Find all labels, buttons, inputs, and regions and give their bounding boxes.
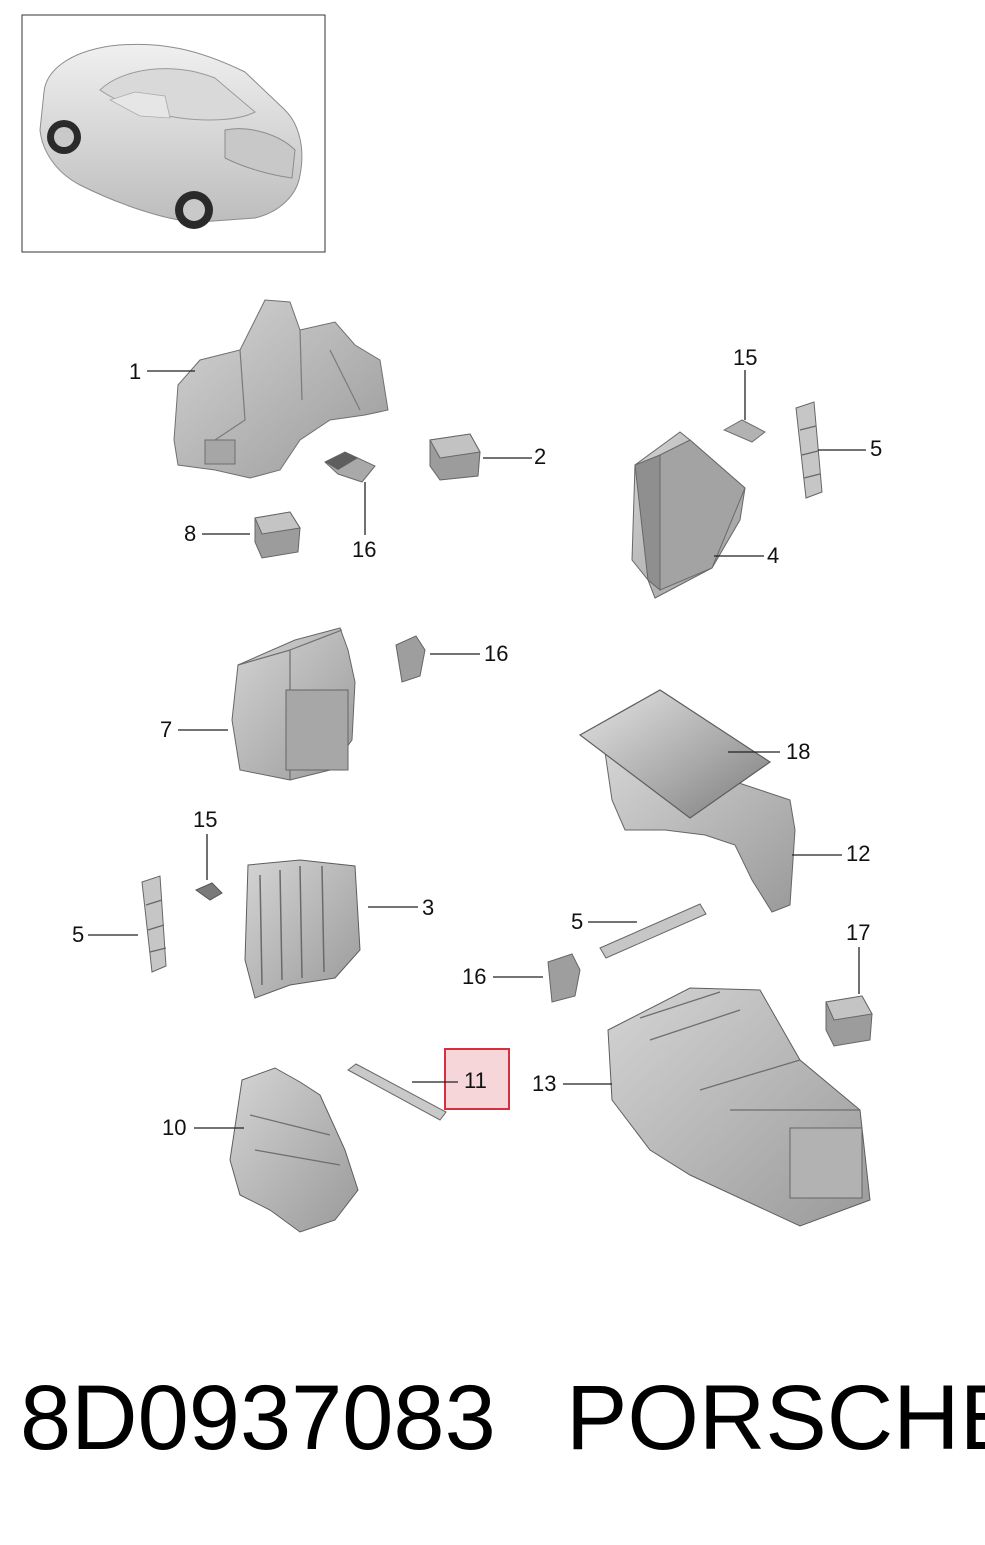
part-10-bracket — [229, 1067, 359, 1233]
part-5-rail-left — [141, 875, 167, 973]
part-16-fuse-top — [324, 451, 376, 483]
callout-labels: 1 2 8 16 15 5 4 16 7 18 12 15 5 3 5 16 1… — [72, 345, 882, 1140]
callout-18: 18 — [786, 739, 810, 764]
callout-3: 3 — [422, 895, 434, 920]
callout-4: 4 — [767, 543, 779, 568]
part-13-fuse-box — [607, 987, 871, 1227]
callout-2: 2 — [534, 444, 546, 469]
part-2-relay — [429, 433, 481, 481]
part-16-fuse-middle — [395, 635, 426, 683]
callout-16-lower: 16 — [462, 964, 486, 989]
vehicle-thumbnail — [21, 14, 326, 253]
callout-16-top: 16 — [352, 537, 376, 562]
part-15-fuse-left — [194, 882, 223, 901]
car-illustration — [39, 43, 303, 229]
part-number: 8D0937083 — [20, 1367, 496, 1469]
part-12-bracket — [604, 751, 796, 913]
callout-13: 13 — [532, 1071, 556, 1096]
callout-1: 1 — [129, 359, 141, 384]
part-17-relay — [825, 995, 873, 1047]
callout-15-left: 15 — [193, 807, 217, 832]
callout-5-left: 5 — [72, 922, 84, 947]
callout-16-middle: 16 — [484, 641, 508, 666]
callout-11-highlight — [444, 1048, 510, 1110]
callout-17: 17 — [846, 920, 870, 945]
callout-11: 11 — [464, 1068, 487, 1093]
brand-name: PORSCHE — [566, 1367, 985, 1469]
part-4-housing — [631, 431, 746, 599]
callout-5-top: 5 — [870, 436, 882, 461]
part-5-rail-top — [795, 401, 823, 499]
part-15-fuse-top — [722, 419, 766, 443]
callout-5-middle: 5 — [571, 909, 583, 934]
callout-10: 10 — [162, 1115, 186, 1140]
part-16-fuse-lower — [547, 953, 581, 1003]
part-7-relay-block — [231, 627, 356, 781]
part-1-bracket — [173, 299, 389, 479]
callout-12: 12 — [846, 841, 870, 866]
part-3-fuse-carrier — [244, 859, 361, 999]
callout-15-top: 15 — [733, 345, 757, 370]
callout-7: 7 — [160, 717, 172, 742]
part-5-rail-middle — [599, 903, 707, 959]
leader-lines — [88, 370, 866, 1129]
part-8-relay — [254, 511, 301, 559]
callout-8: 8 — [184, 521, 196, 546]
part-11-strap — [347, 1063, 447, 1121]
part-18-cover — [578, 689, 772, 819]
